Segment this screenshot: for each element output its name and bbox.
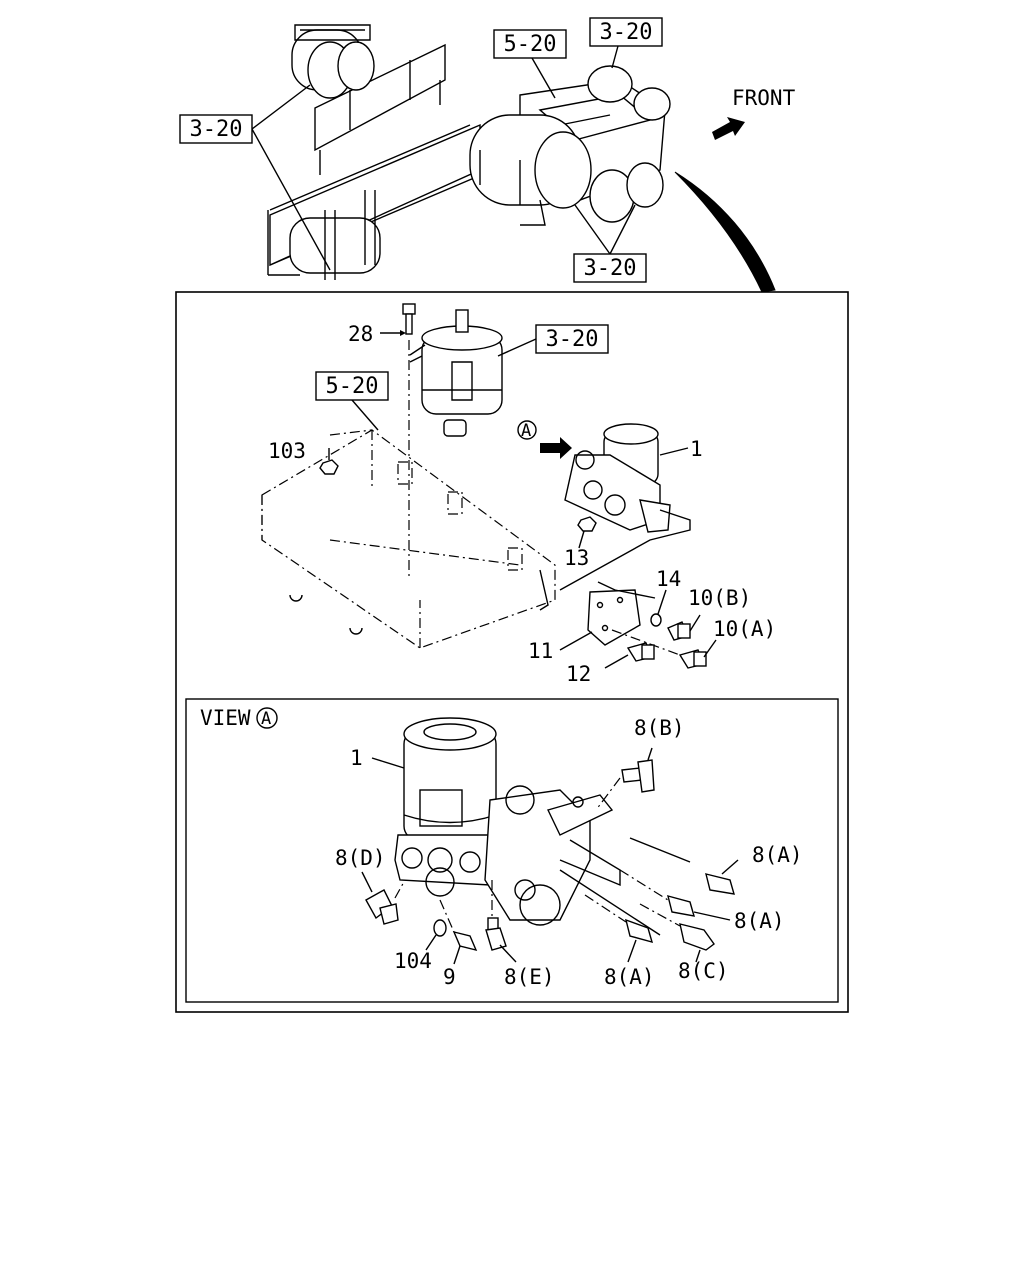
part-10b-label: 10(B) (688, 586, 751, 610)
view-dryer-illustration (394, 717, 691, 936)
ref-box-top-bottom: 3-20 (573, 204, 647, 283)
bolt-28-illustration (402, 303, 416, 580)
bolt-12-illustration (604, 642, 655, 669)
view-part-1-label: 1 (350, 746, 363, 770)
detail-frame (175, 291, 849, 1013)
fitting-8c-illustration (639, 903, 715, 963)
part-12-label: 12 (566, 662, 591, 686)
part-103-label: 103 (268, 439, 306, 463)
fitting-8e-illustration (485, 880, 517, 963)
ref-box-top-center: 5-20 (493, 29, 567, 99)
ref-detail-tank: 3-20 (546, 327, 599, 352)
overview-illustration (267, 24, 776, 293)
ref-box-top-left: 3-20 (179, 84, 331, 271)
ref-detail-bracket: 5-20 (326, 374, 379, 399)
air-tank-illustration (409, 309, 503, 437)
fitting-8b-illustration (595, 747, 655, 811)
view-part-8d-label: 8(D) (335, 846, 386, 870)
view-part-8e-label: 8(E) (504, 965, 555, 989)
fitting-8a-lower-illustration (584, 894, 654, 963)
fitting-8a-middle-illustration (619, 869, 731, 921)
view-part-8a-lower-label: 8(A) (604, 965, 655, 989)
bolt-10a-illustration (611, 629, 717, 669)
fitting-8a-upper-illustration (705, 859, 739, 895)
view-label: VIEW (200, 706, 251, 730)
view-part-8a-upper-label: 8(A) (752, 843, 803, 867)
ref-top-bottom: 3-20 (584, 256, 637, 281)
plate-11-illustration (587, 581, 656, 646)
ref-box-top-right: 3-20 (589, 17, 663, 69)
view-part-8b-label: 8(B) (634, 716, 685, 740)
bolt-10b-illustration (667, 614, 701, 641)
view-part-9-label: 9 (443, 965, 456, 989)
fitting-9-illustration (439, 899, 478, 965)
washer-14-illustration (650, 589, 667, 627)
view-part-104-label: 104 (394, 949, 432, 973)
ref-top-center: 5-20 (504, 32, 557, 57)
view-a-panel (185, 698, 839, 1003)
part-28-label: 28 (348, 322, 373, 346)
part-10a-label: 10(A) (713, 617, 776, 641)
view-part-8a-middle-label: 8(A) (734, 909, 785, 933)
view-part-8c-label: 8(C) (678, 959, 729, 983)
view-marker: A (261, 709, 271, 729)
washer-104-illustration (425, 919, 447, 951)
part-13-label: 13 (564, 546, 589, 570)
ref-top-right: 3-20 (600, 20, 653, 45)
front-label: FRONT (732, 86, 796, 110)
part-1-label: 1 (690, 437, 703, 461)
nut-103-illustration (319, 448, 339, 475)
mounting-bracket-illustration (261, 429, 556, 649)
ref-top-left: 3-20 (190, 117, 243, 142)
air-dryer-illustration (559, 423, 691, 591)
nut-13-illustration (577, 516, 597, 549)
view-marker-top: A (521, 421, 531, 441)
part-14-label: 14 (656, 567, 681, 591)
part-11-label: 11 (528, 639, 553, 663)
fitting-8d-illustration (361, 871, 406, 925)
